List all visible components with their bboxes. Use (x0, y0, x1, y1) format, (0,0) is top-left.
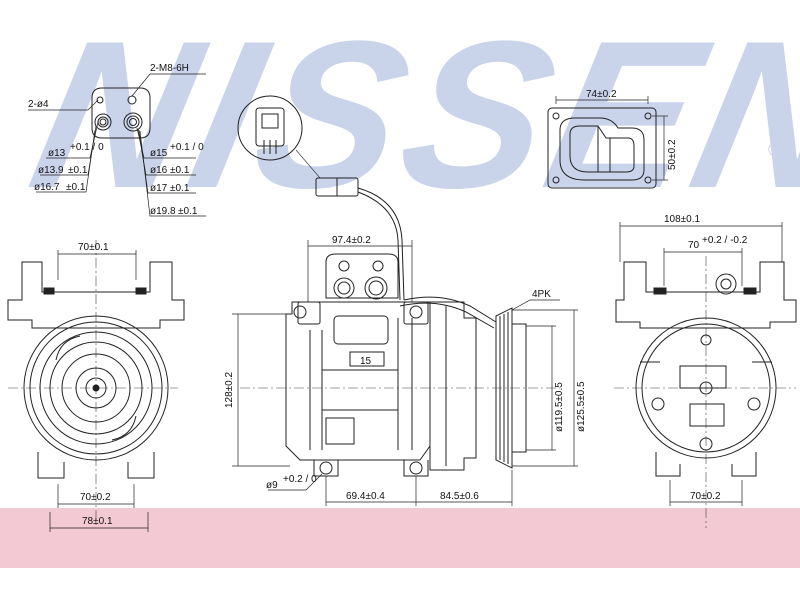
callout-hole: 2-ø4 (28, 99, 49, 110)
center-inner-label: 15 (360, 356, 372, 367)
left-view-top-dim: 70±0.1 (78, 242, 109, 253)
callout-thread: 2-M8-6H (150, 63, 189, 74)
center-bottom-right-dim: 84.5±0.6 (440, 491, 479, 502)
flange-top-detail: 74±0.2 50±0.2 (547, 89, 678, 189)
center-hole-tol: +0.2 / 0 (283, 474, 317, 485)
left-port-tol: +0.1 / 0 (70, 142, 104, 153)
right-port-tol: ±0.1 (178, 206, 198, 217)
right-rear-view: 108±0.1 70 +0.2 / -0.2 70±0.2 (614, 214, 797, 528)
center-hole-dim: ø9 (266, 480, 278, 491)
registered-mark: ® (768, 140, 782, 160)
port-flange-detail: 2-M8-6H 2-ø4 ø13 +0.1 / 0 ø13.9 ±0.1 ø16… (28, 63, 206, 217)
center-bottom-left-dim: 69.4±0.4 (346, 491, 385, 502)
left-view-overall-dim: 78±0.1 (82, 516, 113, 527)
pulley-dim-outer: ø125.5±0.5 (576, 381, 587, 432)
right-port-tol: +0.1 / 0 (170, 142, 204, 153)
left-front-view: 70±0.1 70±0.2 78±0.1 (7, 240, 185, 532)
left-port-dim: ø13 (48, 148, 66, 159)
pulley-dim-inner: ø119.5±0.5 (554, 382, 565, 432)
right-port-tol: ±0.1 (170, 165, 190, 176)
center-height-dim: 128±0.2 (224, 371, 235, 408)
center-top-dim: 97.4±0.2 (332, 235, 371, 246)
right-port-dim: ø17 (150, 183, 168, 194)
flange-width-dim: 74±0.2 (586, 89, 617, 100)
left-port-tol: ±0.1 (66, 182, 86, 193)
right-view-bottom-dim: 70±0.2 (690, 491, 721, 502)
left-port-dim: ø13.9 (38, 165, 64, 176)
right-view-second-dim: 70 (688, 240, 700, 251)
right-port-dim: ø19.8 (150, 206, 176, 217)
right-port-dim: ø15 (150, 148, 168, 159)
left-view-bottom-dim: 70±0.2 (80, 492, 111, 503)
flange-height-dim: 50±0.2 (667, 139, 678, 170)
watermark-band (0, 508, 800, 568)
connector-detail (237, 95, 405, 301)
right-view-second-tol: +0.2 / -0.2 (702, 235, 748, 246)
pulley-groove-label: 4PK (532, 289, 551, 300)
right-view-top-dim: 108±0.1 (664, 214, 701, 225)
right-port-dim: ø16 (150, 165, 168, 176)
center-side-view: 15 97.4±0.2 128±0.2 ø9 +0.2 / 0 69.4±0.4… (224, 235, 587, 506)
left-port-dim: ø16.7 (34, 182, 60, 193)
left-port-tol: ±0.1 (68, 165, 88, 176)
right-port-tol: ±0.1 (170, 183, 190, 194)
